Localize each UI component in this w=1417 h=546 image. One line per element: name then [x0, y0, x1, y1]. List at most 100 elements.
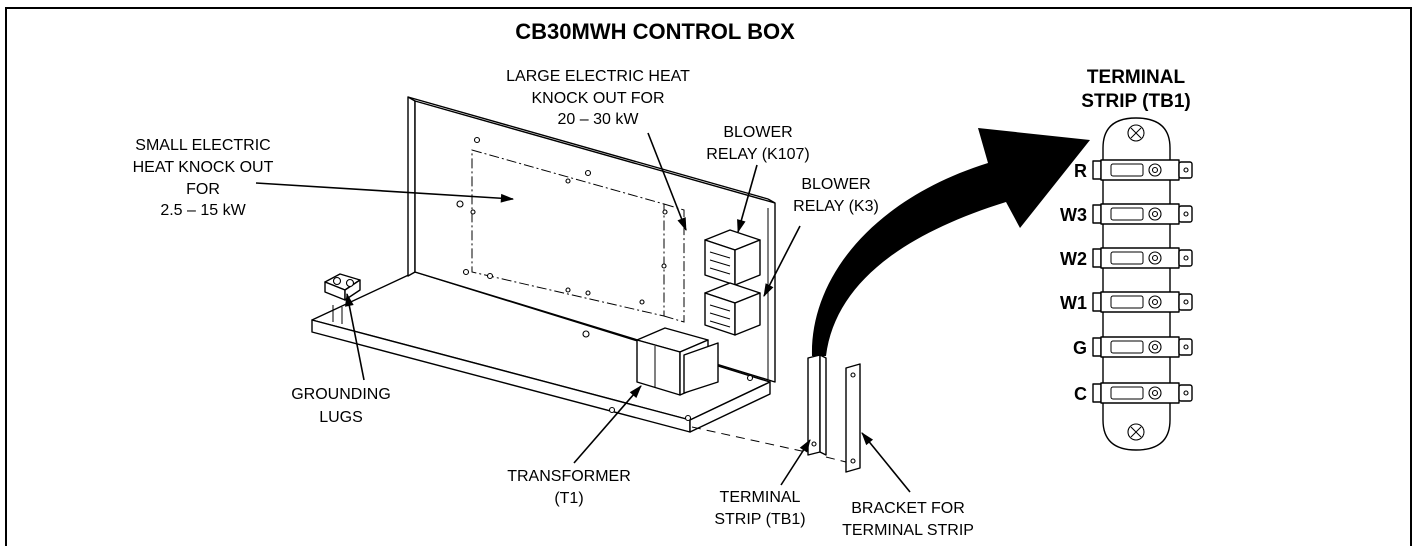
terminal-plate: [1100, 291, 1180, 313]
terminal-plate: [1100, 159, 1180, 181]
hole: [608, 406, 616, 414]
relay-slat: [709, 259, 731, 267]
label-line: BLOWER: [801, 176, 870, 193]
hole: [470, 209, 476, 215]
relay-slat: [709, 320, 731, 328]
leader-large-knockout: [647, 132, 687, 232]
mount-screw-icon: [1127, 423, 1145, 441]
back-panel-face: [414, 100, 776, 383]
control-box-drawing: [311, 96, 861, 473]
strip-side: [819, 354, 827, 456]
terminal-slot: [1110, 251, 1144, 265]
leader-grounding-lugs: [345, 292, 365, 381]
leader-terminal-strip: [780, 439, 811, 486]
relay-slat: [709, 267, 731, 275]
terminal-slot: [1110, 340, 1144, 354]
terminal-tab-hole: [1183, 299, 1189, 305]
terminal-screw-center: [1151, 298, 1159, 306]
relay-slat: [709, 251, 731, 259]
terminal-tab-hole: [1183, 211, 1189, 217]
label-line: FOR: [186, 181, 220, 198]
terminal-clip: [1092, 204, 1102, 224]
terminal-plate: [1100, 382, 1180, 404]
terminal-label: R: [1074, 161, 1087, 181]
label-line: STRIP (TB1): [714, 511, 805, 528]
terminal-clip: [1092, 337, 1102, 357]
terminal-label: W1: [1060, 293, 1087, 313]
terminal-screw-center: [1151, 254, 1159, 262]
label-line: (T1): [554, 490, 583, 507]
terminal-slot: [1110, 295, 1144, 309]
label-line: KNOCK OUT FOR: [531, 90, 664, 107]
terminal-screw-center: [1151, 210, 1159, 218]
label-grounding-lugs: GROUNDING LUGS: [291, 386, 391, 426]
assembly-line: [825, 456, 847, 463]
hole: [565, 178, 571, 184]
label-terminal-strip: TERMINAL STRIP (TB1): [714, 489, 805, 528]
relay-slat: [709, 304, 731, 312]
label-transformer: TRANSFORMER (T1): [507, 468, 631, 507]
label-line: LARGE ELECTRIC HEAT: [506, 68, 690, 85]
panel-holes: [456, 136, 754, 422]
label-blower-relay-k107: BLOWER RELAY (K107): [706, 124, 809, 163]
label-blower-relay-k3: BLOWER RELAY (K3): [793, 176, 879, 215]
base-plate-side: [689, 381, 771, 433]
lug-screw: [332, 276, 342, 286]
terminal-screw-center: [1151, 389, 1159, 397]
back-panel-corner-edge: [767, 198, 776, 204]
relay-side: [734, 292, 761, 336]
mount-screw-icon: [1127, 124, 1145, 142]
figure-frame: [5, 7, 1412, 546]
terminal-screw-center: [1151, 343, 1159, 351]
terminal-plate: [1100, 247, 1180, 269]
terminal-clip: [1092, 383, 1102, 403]
terminal-clip: [1092, 292, 1102, 312]
diagram-title: CB30MWH CONTROL BOX: [515, 19, 795, 44]
leader-relay-k3: [763, 225, 801, 297]
label-line: LUGS: [319, 409, 363, 426]
hole: [473, 136, 481, 144]
terminal-slot: [1110, 207, 1144, 221]
hole: [639, 299, 645, 305]
terminal-w2: W2: [1060, 247, 1193, 269]
blower-relay-k107: [704, 229, 761, 286]
terminal-c: C: [1074, 382, 1193, 404]
hole: [462, 268, 470, 276]
leader-lines: [255, 132, 911, 493]
hole: [684, 414, 692, 422]
label-large-knockout: LARGE ELECTRIC HEAT KNOCK OUT FOR 20 – 3…: [506, 68, 690, 128]
hole: [486, 272, 494, 280]
blower-relay-k3: [704, 282, 761, 336]
leader-bracket: [861, 432, 911, 493]
terminal-clip: [1092, 160, 1102, 180]
terminal-label: G: [1073, 338, 1087, 358]
strip-hole: [811, 441, 817, 447]
terminal-r: R: [1074, 159, 1193, 181]
terminal-clip: [1092, 248, 1102, 268]
terminal-w3: W3: [1060, 203, 1193, 225]
hole: [746, 374, 754, 382]
label-line: RELAY (K3): [793, 198, 879, 215]
label-line: RELAY (K107): [706, 146, 809, 163]
detail-title-line: STRIP (TB1): [1081, 91, 1190, 112]
terminal-label: W3: [1060, 205, 1087, 225]
detail-arrow: [811, 128, 1090, 356]
label-line: 2.5 – 15 kW: [160, 202, 246, 219]
terminal-w1: W1: [1060, 291, 1193, 313]
bracket-plate: [845, 363, 861, 473]
leader-transformer: [573, 385, 642, 464]
label-line: 20 – 30 kW: [558, 111, 640, 128]
leader-small-knockout: [255, 182, 515, 203]
label-line: SMALL ELECTRIC: [135, 137, 270, 154]
strip-body: [1102, 117, 1171, 451]
large-knockout-outline: [663, 203, 685, 323]
label-line: GROUNDING: [291, 386, 391, 403]
back-panel-top-edge: [407, 96, 769, 200]
lug-screw: [345, 278, 355, 288]
terminal-strip-tb1: [807, 354, 827, 456]
hole: [456, 200, 464, 208]
terminal-slot: [1110, 386, 1144, 400]
terminal-strip-detail: TERMINAL STRIP (TB1) R W3: [1060, 67, 1193, 451]
terminal-tab-hole: [1183, 255, 1189, 261]
